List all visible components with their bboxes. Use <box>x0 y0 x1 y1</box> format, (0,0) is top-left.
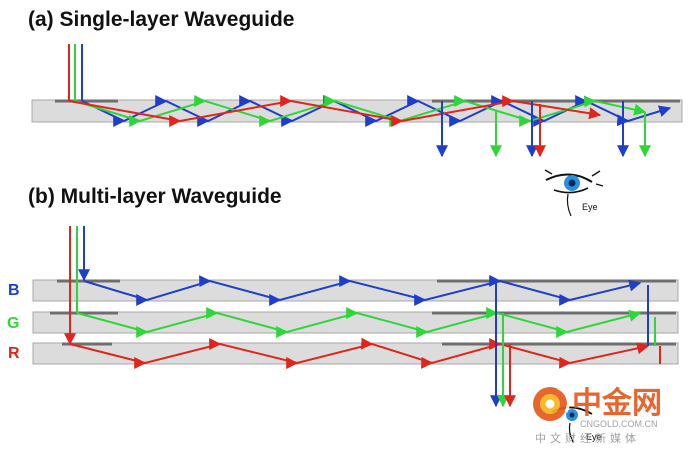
eye-label: Eye <box>582 202 598 212</box>
watermark-url: CNGOLD.COM.CN <box>580 419 658 429</box>
layer-label-g: G <box>7 315 19 332</box>
green-zigzag-b <box>76 307 642 338</box>
panel-b: (b) Multi-layer Waveguide B G R <box>7 185 679 443</box>
red-zigzag-b <box>69 337 650 370</box>
panel-b-title: (b) Multi-layer Waveguide <box>28 185 282 208</box>
eye-label-b: Eye <box>586 432 602 442</box>
red-zigzag-a <box>68 95 602 127</box>
panel-a: (a) Single-layer Waveguide Eye <box>28 8 683 217</box>
layer-label-r: R <box>8 345 20 362</box>
layer-label-b: B <box>8 282 20 299</box>
green-waveguide-slab <box>32 311 679 334</box>
watermark: 中金网 CNGOLD.COM.CN 中文财经新媒体 <box>533 386 662 445</box>
blue-zigzag-b <box>83 274 642 306</box>
watermark-tagline: 中文财经新媒体 <box>535 431 640 445</box>
watermark-logo <box>533 386 571 421</box>
eye-icon <box>544 169 604 217</box>
watermark-name: 中金网 <box>572 386 662 421</box>
panel-a-title: (a) Single-layer Waveguide <box>28 8 294 31</box>
